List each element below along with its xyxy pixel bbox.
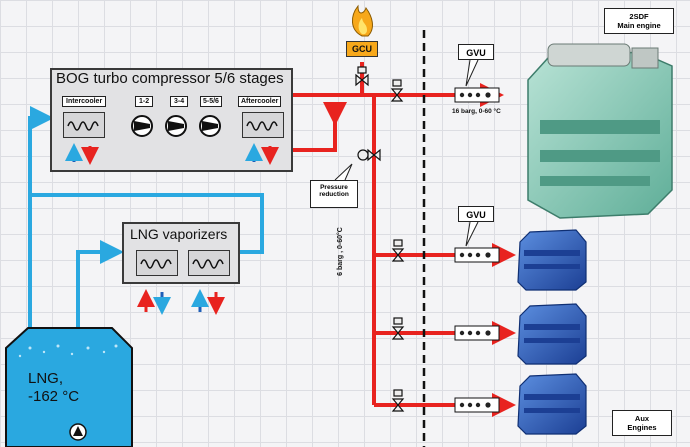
stage-label: 1-2 [135, 96, 154, 107]
gvu-main-label: GVU [458, 44, 494, 60]
coil-icon [246, 121, 278, 131]
aux-engine-icon [517, 373, 587, 435]
pressure-reduction-label: Pressure reduction [310, 180, 358, 208]
tank-label-line2: -162 °C [28, 388, 80, 405]
main-engine-icon [527, 43, 673, 219]
aux-engines-line1: Aux [634, 414, 650, 423]
valve-icons [355, 66, 405, 412]
gvu-aux-pointer [465, 221, 479, 247]
valve-icon [357, 148, 381, 162]
coil-icon [192, 259, 224, 269]
coil-icon [67, 121, 99, 131]
aux-engine-icon [517, 229, 587, 291]
aftercooler-label: Aftercooler [238, 96, 282, 107]
pressure-reduction-line2: reduction [319, 191, 349, 198]
gvu-main-spec: 16 barg, 0-60 °C [452, 108, 501, 115]
aux-engines-label: Aux Engines [612, 410, 672, 436]
main-engine-line2: Main engine [617, 21, 661, 30]
pressure-reduction-line1: Pressure [320, 184, 348, 191]
compressor-title: BOG turbo compressor 5/6 stages [56, 70, 284, 87]
stage-label: 5-5/6 [200, 96, 222, 107]
aftercooler-coil [242, 112, 284, 138]
aux-engine-icon [517, 303, 587, 365]
valve-icon [391, 239, 405, 262]
aux-line-spec: 6 barg , 0-60°C [336, 227, 344, 276]
tank-label-line1: LNG, [28, 370, 64, 387]
vaporizers-title: LNG vaporizers [130, 226, 228, 242]
vaporizer-coil [136, 250, 178, 276]
valve-icon [391, 389, 405, 412]
flame-icon [352, 4, 373, 37]
intercooler-label: Intercooler [62, 96, 107, 107]
gvu-aux-label: GVU [458, 206, 494, 222]
gvu-units [454, 87, 500, 413]
valve-icon [355, 66, 369, 87]
pump-icon [69, 423, 87, 441]
gvu-main-pointer [465, 59, 479, 87]
main-engine-label: 2SDF Main engine [604, 8, 674, 34]
gcu-label: GCU [346, 41, 378, 57]
main-engine-line1: 2SDF [629, 12, 649, 21]
stage-label: 3-4 [170, 96, 189, 107]
aux-engines-line2: Engines [627, 423, 657, 432]
vaporizer-coil [188, 250, 230, 276]
intercooler-coil [63, 112, 105, 138]
valve-icon [390, 79, 404, 102]
lng-tank [5, 327, 133, 447]
valve-icon [391, 317, 405, 340]
coil-icon [140, 259, 172, 269]
pressure-reduction-pointer [334, 163, 353, 181]
gvu-unit-details [459, 92, 491, 408]
